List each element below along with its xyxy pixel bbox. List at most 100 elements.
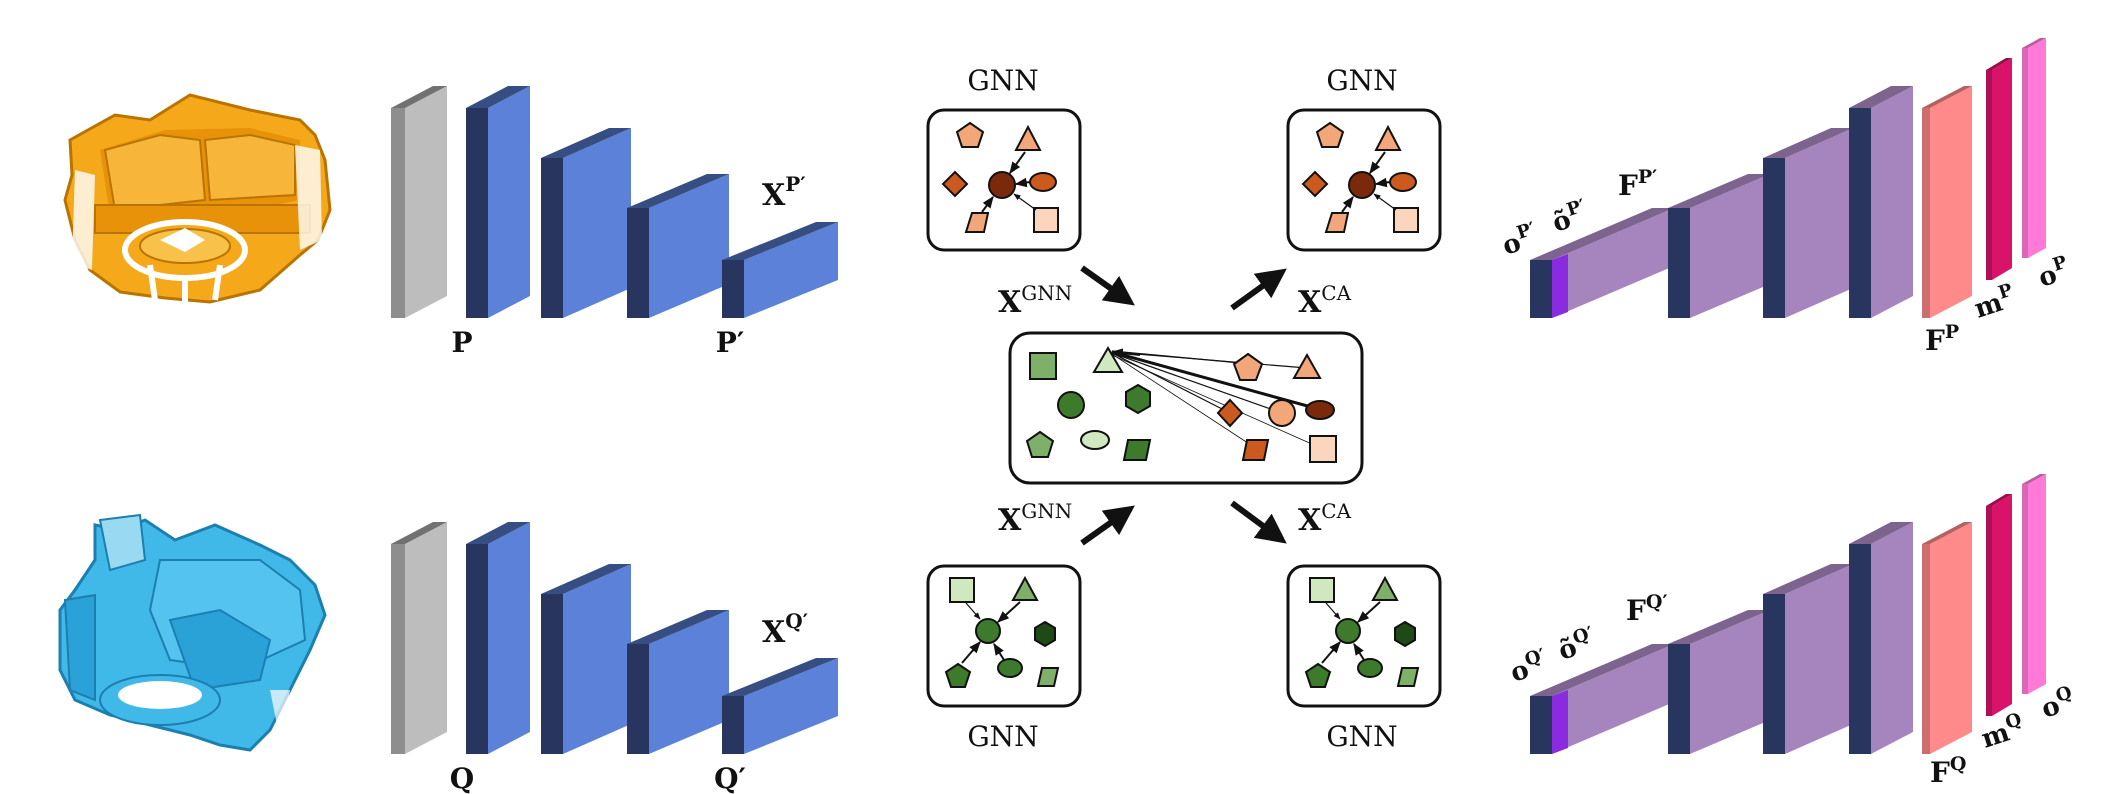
decoder-label-o-q: oQ bbox=[2037, 682, 2079, 725]
input-slab-side bbox=[405, 522, 447, 754]
ellipse-node bbox=[1357, 658, 1383, 678]
encoder-bottom bbox=[391, 522, 838, 754]
parallelogram-node bbox=[1036, 667, 1060, 687]
encoder-layer-4-top bbox=[722, 222, 838, 260]
input-slab-top bbox=[391, 86, 447, 108]
cross-attention-graph bbox=[1008, 331, 1364, 485]
encoder-layer-3-side bbox=[649, 610, 729, 754]
svg-text:õQ′: õQ′ bbox=[1554, 623, 1601, 667]
encoder-layer-4-side bbox=[744, 222, 838, 318]
decoder-top bbox=[1530, 38, 2046, 318]
triangle-node bbox=[1374, 124, 1402, 151]
feature-slab-front bbox=[1922, 108, 1930, 318]
pentagon-node bbox=[1304, 662, 1332, 688]
decoder-layer-2-side bbox=[1690, 174, 1770, 318]
pentagon-node bbox=[1025, 430, 1055, 458]
mask-slab-front bbox=[1986, 70, 1992, 280]
circle-node bbox=[1268, 399, 1296, 427]
ellipse-node bbox=[1080, 430, 1110, 450]
decoder-label-m-p: mP bbox=[1971, 279, 2016, 324]
output-slab-side bbox=[2028, 474, 2046, 694]
input-slab-side bbox=[405, 86, 447, 318]
parallelogram-node bbox=[1122, 439, 1152, 461]
gnn-label-bottom-right: GNN bbox=[1326, 720, 1397, 753]
encoder-layer-3-side bbox=[649, 174, 729, 318]
encoder-layer-2-front bbox=[541, 158, 563, 318]
encoder-layer-1-side bbox=[488, 86, 530, 318]
encoder-layer-2-side bbox=[563, 564, 631, 754]
pentagon-node bbox=[955, 121, 985, 148]
encoder-layer-4-front bbox=[722, 696, 744, 754]
encoder-layer-3-front bbox=[627, 208, 649, 318]
feature-slab-side bbox=[1930, 522, 1972, 754]
gnn-label-top-left: GNN bbox=[967, 64, 1038, 97]
svg-text:oP′: oP′ bbox=[1498, 218, 1543, 261]
decoder-layer-2-front bbox=[1668, 644, 1690, 754]
center-node bbox=[1348, 171, 1376, 199]
encoder-layer-4-top bbox=[722, 658, 838, 696]
decoder-label-o-p-prime: oP′ bbox=[1498, 218, 1543, 261]
decoder-layer-3-top bbox=[1763, 128, 1853, 158]
output-slab-front bbox=[2022, 484, 2028, 694]
encoder-layer-2-front bbox=[541, 594, 563, 754]
square-node bbox=[1029, 352, 1057, 380]
svg-text:mQ: mQ bbox=[1977, 709, 2029, 755]
encoder-layer-2-top bbox=[541, 564, 631, 594]
parallelogram-node bbox=[1396, 667, 1420, 687]
decoder-label-f-p: FP bbox=[1925, 321, 1959, 357]
square-node bbox=[949, 577, 975, 603]
diamond-node bbox=[941, 170, 969, 198]
decoder-layer-3-front bbox=[1763, 158, 1785, 318]
decoder-layer-4-front bbox=[1849, 544, 1871, 754]
arrow-ca-to-top bbox=[1230, 268, 1287, 311]
input-slab-top bbox=[391, 522, 447, 544]
point-cloud-p bbox=[63, 93, 332, 304]
encoder-layer-1-top bbox=[466, 522, 530, 544]
output-slab-side bbox=[2028, 38, 2046, 258]
decoder-label-f-q: FQ bbox=[1930, 753, 1966, 789]
decoder-layer-2-front bbox=[1668, 208, 1690, 318]
parallelogram-node bbox=[1324, 212, 1350, 233]
triangle-node bbox=[1292, 352, 1322, 379]
flow-label-top-ca: XCA bbox=[1298, 281, 1352, 320]
arrow-gnn-to-ca-bottom bbox=[1080, 505, 1135, 546]
decoder-bottom bbox=[1530, 474, 2046, 754]
ellipse-node bbox=[1389, 172, 1417, 192]
diamond-node bbox=[1216, 398, 1244, 428]
square-node bbox=[1393, 207, 1419, 233]
pentagon-node bbox=[944, 662, 972, 688]
parallelogram-node bbox=[964, 212, 990, 233]
decoder-label-o-p: oP bbox=[2035, 252, 2070, 294]
encoder-input-label-q: Q bbox=[450, 762, 474, 794]
mask-slab-front bbox=[1986, 506, 1992, 716]
encoder-layer-1-front bbox=[466, 544, 488, 754]
flow-label-bottom-gnn: XGNN bbox=[998, 499, 1072, 538]
encoder-layer-3-top bbox=[627, 610, 729, 644]
encoder-layer-3-top bbox=[627, 174, 729, 208]
output-slab-top bbox=[2022, 474, 2046, 484]
square-node bbox=[1309, 435, 1337, 463]
arrow-gnn-to-ca-top bbox=[1080, 265, 1135, 306]
encoder-layer-4-front bbox=[722, 260, 744, 318]
pentagon-node bbox=[1315, 121, 1345, 148]
gnn-label-top-right: GNN bbox=[1326, 64, 1397, 97]
output-slab-front bbox=[2022, 48, 2028, 258]
encoder-layer-2-top bbox=[541, 128, 631, 158]
decoder-layer-1-side bbox=[1552, 644, 1674, 754]
gnn-graph-bottom-right bbox=[1286, 564, 1442, 708]
triangle-node bbox=[1011, 575, 1039, 601]
decoder-layer-1-top bbox=[1530, 208, 1674, 260]
decoder-layer-2-side bbox=[1690, 610, 1770, 754]
pentagon-node bbox=[1232, 352, 1264, 381]
encoder-layer-2-side bbox=[563, 128, 631, 318]
encoder-layer-4-side bbox=[744, 658, 838, 754]
gnn-label-bottom-left: GNN bbox=[967, 720, 1038, 753]
svg-text:õP′: õP′ bbox=[1548, 195, 1593, 238]
triangle-node bbox=[1371, 575, 1399, 601]
decoder-layer-2-top bbox=[1668, 174, 1770, 208]
svg-text:oQ: oQ bbox=[2037, 682, 2079, 725]
hexagon-node bbox=[1125, 383, 1151, 415]
decoder-layer-3-top bbox=[1763, 564, 1853, 594]
encoder-feature-label-p: XP′ bbox=[762, 172, 806, 213]
svg-text:oQ′: oQ′ bbox=[1506, 645, 1553, 689]
